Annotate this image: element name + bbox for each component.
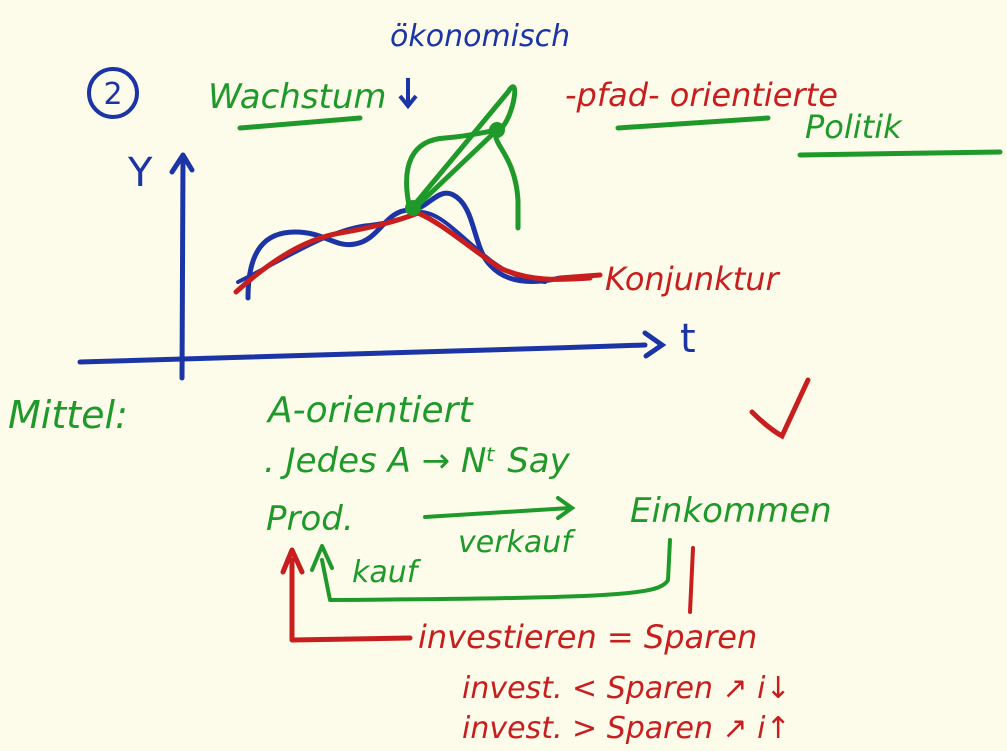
invest-less-line: invest. < Sparen ↗ i↓ <box>462 671 791 706</box>
heading-wachstum: Wachstum <box>208 77 387 117</box>
green-point-low <box>405 200 421 216</box>
einkommen-label: Einkommen <box>630 491 832 531</box>
x-axis-arrow-icon <box>642 330 667 359</box>
heading-oekonomisch: ökonomisch <box>390 19 570 54</box>
section-number: 2 <box>103 77 122 112</box>
prod-label: Prod. <box>266 499 354 539</box>
verkauf-arrow <box>423 496 576 520</box>
green-growth-path <box>404 127 500 213</box>
red-check-icon <box>749 377 811 440</box>
einkommen-split <box>688 546 695 614</box>
konjunktur-pointer <box>557 272 603 281</box>
red-trend-curve <box>233 210 593 295</box>
y-axis <box>169 152 195 381</box>
invest-more-line: invest. > Sparen ↗ i↑ <box>462 711 791 746</box>
underline-wachstum <box>237 115 363 131</box>
heading-pfad: -pfad- orientierte <box>565 76 838 114</box>
kauf-label: kauf <box>352 555 422 590</box>
underline-pfad <box>615 115 771 131</box>
investieren-line: investieren = Sparen <box>418 618 757 656</box>
invest-loop <box>280 547 413 643</box>
t-axis-label: t <box>680 316 696 362</box>
blue-cycle-curve <box>245 190 563 301</box>
down-arrow-icon <box>398 78 418 110</box>
heading-politik: Politik <box>805 108 903 146</box>
jedes-line: . Jedes A → Nᵗ Say <box>264 441 571 481</box>
underline-politik <box>797 149 1003 158</box>
number-circle <box>87 67 139 119</box>
verkauf-label: verkauf <box>458 525 576 560</box>
y-axis-label: Y <box>127 150 153 196</box>
green-point-high <box>489 122 505 138</box>
konjunktur-label: Konjunktur <box>605 260 781 298</box>
kauf-loop <box>310 538 672 602</box>
a-orientiert: A-orientiert <box>266 390 474 431</box>
mittel-label: Mittel: <box>8 393 128 437</box>
x-axis <box>77 342 648 365</box>
